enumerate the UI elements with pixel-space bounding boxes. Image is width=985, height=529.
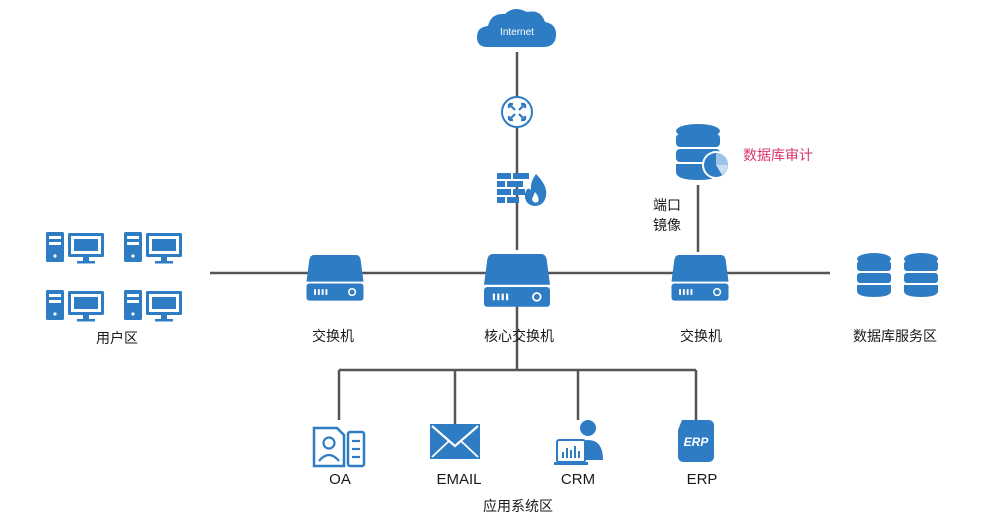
port-mirror-label-line1: 端口 (653, 198, 681, 214)
svg-text:ERP: ERP (684, 435, 710, 449)
pc-icon (46, 290, 104, 322)
crm-app-icon (554, 420, 603, 465)
database-server-icon (904, 253, 938, 297)
switch-left-icon (305, 254, 365, 302)
app-label-oa: OA (329, 471, 351, 488)
router-icon (501, 96, 533, 128)
pc-icon (46, 232, 104, 264)
email-app-icon (430, 424, 480, 459)
internet-cloud-icon (477, 8, 557, 47)
pc-icon (124, 232, 182, 264)
core-switch-icon (483, 253, 551, 308)
app-label-erp: ERP (686, 471, 718, 488)
firewall-icon (497, 173, 547, 206)
oa-app-icon (312, 426, 366, 468)
port-mirror-label-line2: 镜像 (653, 218, 681, 234)
db-audit-label: 数据库审计 (743, 148, 813, 164)
switch-right-label: 交换机 (680, 329, 722, 345)
db-zone-label: 数据库服务区 (853, 329, 937, 345)
erp-app-icon: ERP (678, 420, 714, 462)
user-zone-label: 用户区 (96, 331, 138, 347)
app-zone-label: 应用系统区 (483, 499, 553, 515)
db-audit-icon (676, 124, 730, 180)
core-switch-label: 核心交换机 (484, 329, 554, 345)
database-server-icon (857, 253, 891, 297)
internet-label: Internet (500, 27, 534, 38)
app-label-email: EMAIL (436, 471, 482, 488)
switch-right-icon (670, 254, 730, 302)
switch-left-label: 交换机 (312, 329, 354, 345)
app-label-crm: CRM (560, 471, 596, 488)
pc-icon (124, 290, 182, 322)
